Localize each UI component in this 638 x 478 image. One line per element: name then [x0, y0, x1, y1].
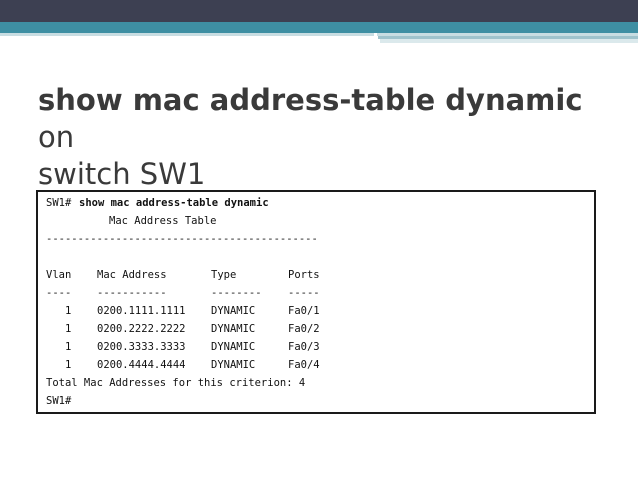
table-row-type: DYNAMIC [211, 305, 256, 317]
table-row-port: Fa0/4 [288, 359, 320, 371]
terminal-output: SW1# show mac address-table dynamic Mac … [36, 190, 596, 414]
underline-mac: ----------- [97, 287, 167, 299]
accent-stripe [378, 36, 638, 39]
command-text: show mac address-table dynamic [79, 197, 269, 209]
separator-line: ----------------------------------------… [46, 233, 318, 245]
table-row-type: DYNAMIC [211, 341, 256, 353]
underline-ports: ----- [288, 287, 320, 299]
header-type: Type [211, 269, 237, 281]
accent-band [0, 22, 638, 33]
underline-vlan: ---- [46, 287, 72, 299]
table-row-mac: 0200.1111.1111 [97, 305, 186, 317]
top-band [0, 0, 638, 22]
title-suffix: on [38, 120, 75, 154]
table-row-vlan: 1 [65, 341, 72, 353]
table-row-port: Fa0/3 [288, 341, 320, 353]
accent-stripe [380, 39, 638, 43]
table-row-vlan: 1 [65, 305, 72, 317]
table-row-port: Fa0/2 [288, 323, 320, 335]
table-row-port: Fa0/1 [288, 305, 320, 317]
prompt: SW1# [46, 395, 72, 407]
header-mac: Mac Address [97, 269, 167, 281]
accent-stripe [0, 33, 638, 36]
underline-type: -------- [211, 287, 262, 299]
table-row-mac: 0200.3333.3333 [97, 341, 186, 353]
table-row-type: DYNAMIC [211, 359, 256, 371]
table-row-mac: 0200.4444.4444 [97, 359, 186, 371]
prompt: SW1# [46, 197, 72, 209]
accent-divider [374, 33, 377, 43]
header-ports: Ports [288, 269, 320, 281]
title-line-2: switch SW1 [38, 157, 206, 191]
total-count: Total Mac Addresses for this criterion: … [46, 377, 306, 389]
table-title: Mac Address Table [109, 215, 217, 227]
table-row-vlan: 1 [65, 323, 72, 335]
title-command: show mac address-table dynamic [38, 83, 583, 117]
table-row-mac: 0200.2222.2222 [97, 323, 186, 335]
table-row-vlan: 1 [65, 359, 72, 371]
table-row-type: DYNAMIC [211, 323, 256, 335]
header-vlan: Vlan [46, 269, 72, 281]
